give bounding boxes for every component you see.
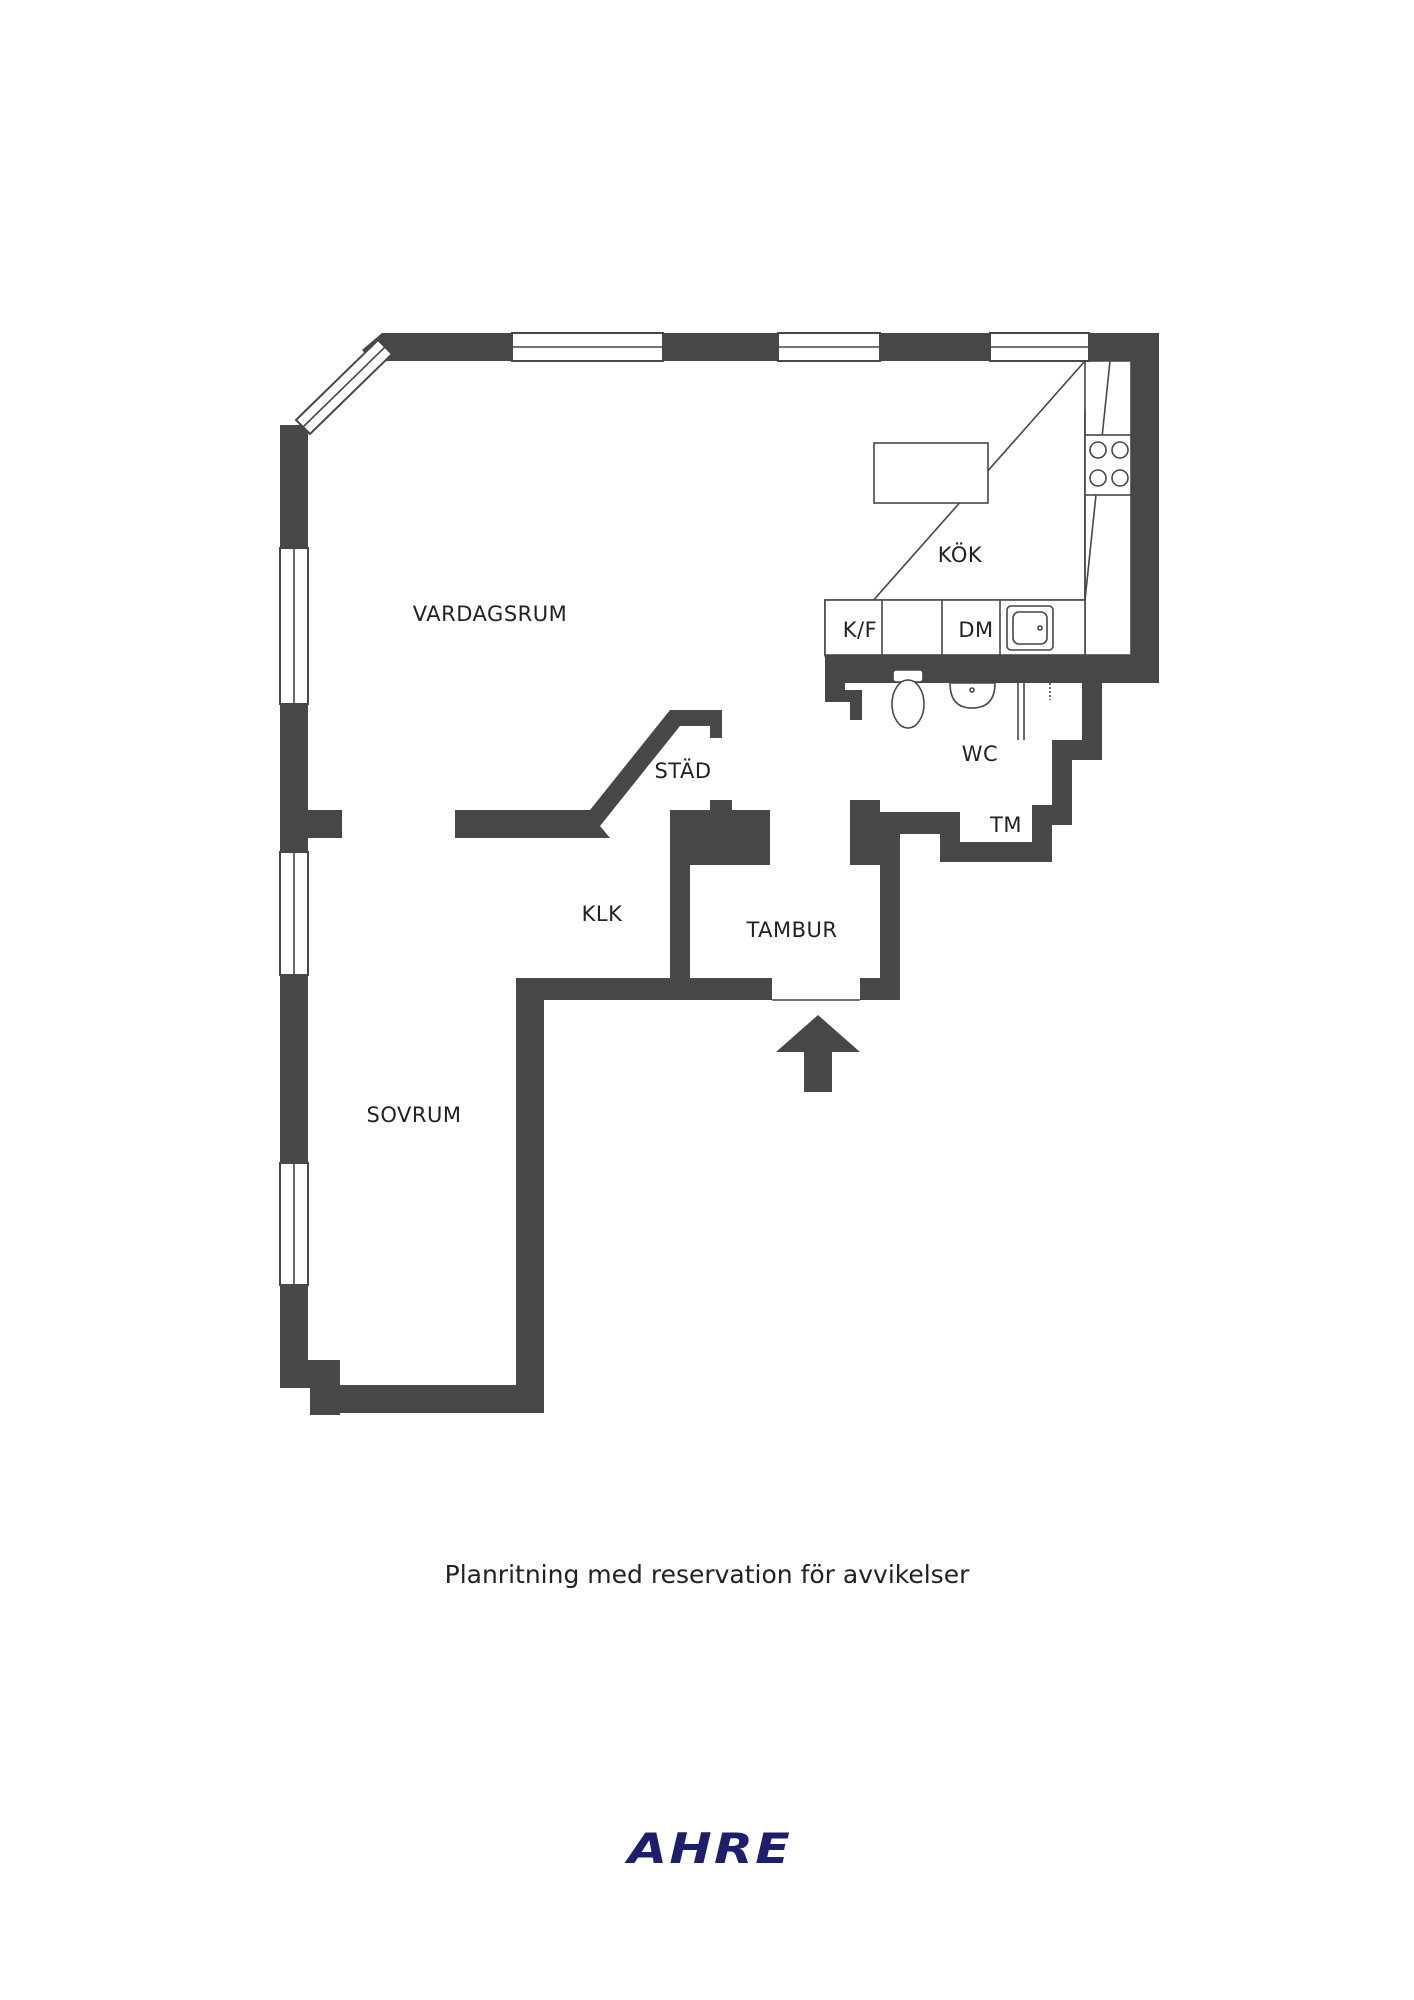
toilet-icon bbox=[891, 669, 925, 729]
kitchen bbox=[824, 360, 1132, 658]
kitchen-island bbox=[873, 442, 989, 504]
room-label-kok: KÖK bbox=[938, 542, 983, 567]
outer-walls bbox=[280, 333, 1159, 1415]
disclaimer-caption: Planritning med reservation för avvikels… bbox=[444, 1560, 970, 1589]
logo-text: AHRE bbox=[624, 1825, 793, 1869]
room-label-klk: KLK bbox=[582, 902, 623, 926]
room-label-wc: WC bbox=[962, 742, 998, 766]
room-label-vardagsrum: VARDAGSRUM bbox=[413, 602, 567, 626]
room-label-stad: STÄD bbox=[654, 758, 711, 783]
interior-walls bbox=[308, 655, 1102, 1000]
room-label-kf: K/F bbox=[843, 618, 877, 642]
washbasin-icon bbox=[949, 682, 996, 709]
room-label-tm: TM bbox=[989, 813, 1022, 837]
ahre-logo: AHRE bbox=[624, 1825, 793, 1869]
stove-icon bbox=[1084, 434, 1132, 496]
sink-icon bbox=[1006, 605, 1054, 651]
entrance-arrow-icon bbox=[776, 1015, 860, 1092]
room-label-tambur: TAMBUR bbox=[745, 918, 837, 942]
windows bbox=[279, 332, 1090, 1286]
wc-fixtures bbox=[891, 669, 1051, 740]
room-label-dm: DM bbox=[958, 618, 993, 642]
room-label-sovrum: SOVRUM bbox=[367, 1103, 462, 1127]
